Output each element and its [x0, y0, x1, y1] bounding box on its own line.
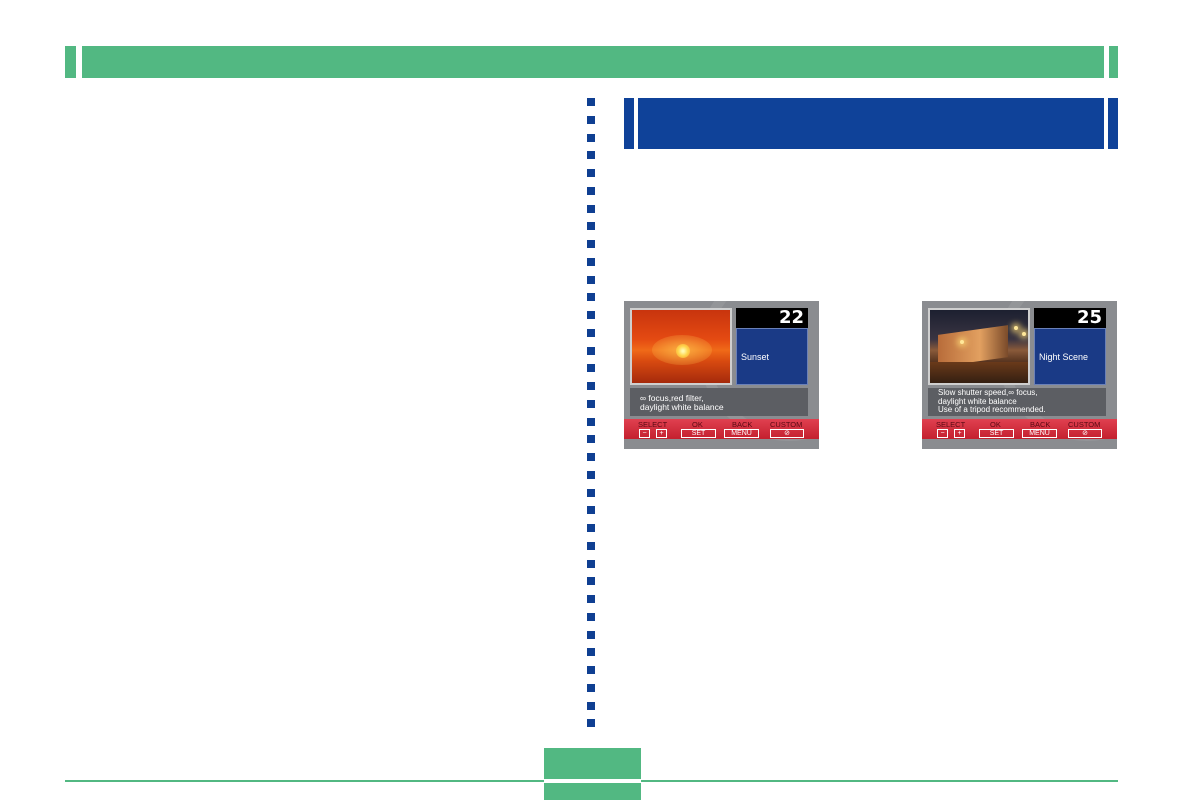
divider-dot [587, 204, 595, 213]
set-key: SET [681, 429, 716, 438]
divider-dot [587, 186, 595, 195]
lcd-screen-night-scene: 25 Night Scene Slow shutter speed,∞ focu… [922, 301, 1117, 449]
divider-dot [587, 524, 595, 532]
divider-dot [587, 559, 595, 568]
set-key: SET [979, 429, 1014, 438]
minus-key: − [639, 429, 650, 438]
divider-dot [587, 346, 595, 355]
scene-name: Night Scene [1034, 328, 1106, 385]
section-header-right [1108, 98, 1118, 149]
divider-dot [587, 311, 595, 319]
divider-dot [587, 275, 595, 284]
header-band-left [65, 46, 76, 78]
divider-dot [587, 435, 595, 444]
select-label: SELECT [936, 420, 966, 429]
divider-dot [587, 240, 595, 248]
divider-dot [587, 115, 595, 124]
back-label: BACK [1030, 420, 1051, 429]
section-header [638, 98, 1104, 149]
plus-key: + [656, 429, 667, 438]
divider-dot [587, 399, 595, 408]
divider-dot [587, 719, 595, 728]
divider-dot [587, 683, 595, 692]
custom-label: CUSTOM [1068, 420, 1101, 429]
divider-dot [587, 470, 595, 479]
divider-dot [587, 328, 595, 337]
header-band-right [1109, 46, 1118, 78]
custom-icon: ⊘ [770, 429, 804, 438]
custom-icon: ⊘ [1068, 429, 1102, 438]
plus-key: + [954, 429, 965, 438]
divider-dot [587, 169, 595, 177]
divider-dot [587, 488, 595, 497]
scene-number: 22 [736, 308, 808, 328]
night-scene-sample-image [928, 308, 1030, 385]
scene-name: Sunset [736, 328, 808, 385]
divider-dot [587, 382, 595, 390]
divider-dot [587, 364, 595, 373]
header-band [82, 46, 1104, 78]
divider-dot [587, 648, 595, 657]
divider-dot [587, 506, 595, 515]
divider-dot [587, 666, 595, 674]
menu-key: MENU [724, 429, 759, 438]
page-number-box-gap [544, 779, 641, 783]
page-number-box [544, 748, 641, 800]
divider-dot [587, 577, 595, 586]
scene-description: ∞ focus,red filter, daylight white balan… [630, 388, 808, 416]
divider-dot [587, 151, 595, 160]
back-label: BACK [732, 420, 753, 429]
divider-dot [587, 222, 595, 231]
divider-dot [587, 417, 595, 426]
divider-dot [587, 293, 595, 302]
divider-dot [587, 453, 595, 461]
column-divider [587, 98, 596, 728]
ok-label: OK [990, 420, 1001, 429]
divider-dot [587, 541, 595, 550]
menu-key: MENU [1022, 429, 1057, 438]
minus-key: − [937, 429, 948, 438]
divider-dot [587, 257, 595, 266]
custom-label: CUSTOM [770, 420, 803, 429]
ok-label: OK [692, 420, 703, 429]
divider-dot [587, 98, 595, 106]
divider-dot [587, 630, 595, 639]
scene-number: 25 [1034, 308, 1106, 328]
sunset-sample-image [630, 308, 732, 385]
divider-dot [587, 133, 595, 142]
divider-dot [587, 612, 595, 621]
lcd-screen-sunset: 22 Sunset ∞ focus,red filter, daylight w… [624, 301, 819, 449]
section-header-left [624, 98, 634, 149]
divider-dot [587, 595, 595, 603]
divider-dot [587, 701, 595, 710]
button-guide-bar: SELECT − + OK SET BACK MENU CUSTOM ⊘ [624, 419, 819, 439]
button-guide-bar: SELECT − + OK SET BACK MENU CUSTOM ⊘ [922, 419, 1117, 439]
select-label: SELECT [638, 420, 668, 429]
scene-description: Slow shutter speed,∞ focus, daylight whi… [928, 388, 1106, 416]
